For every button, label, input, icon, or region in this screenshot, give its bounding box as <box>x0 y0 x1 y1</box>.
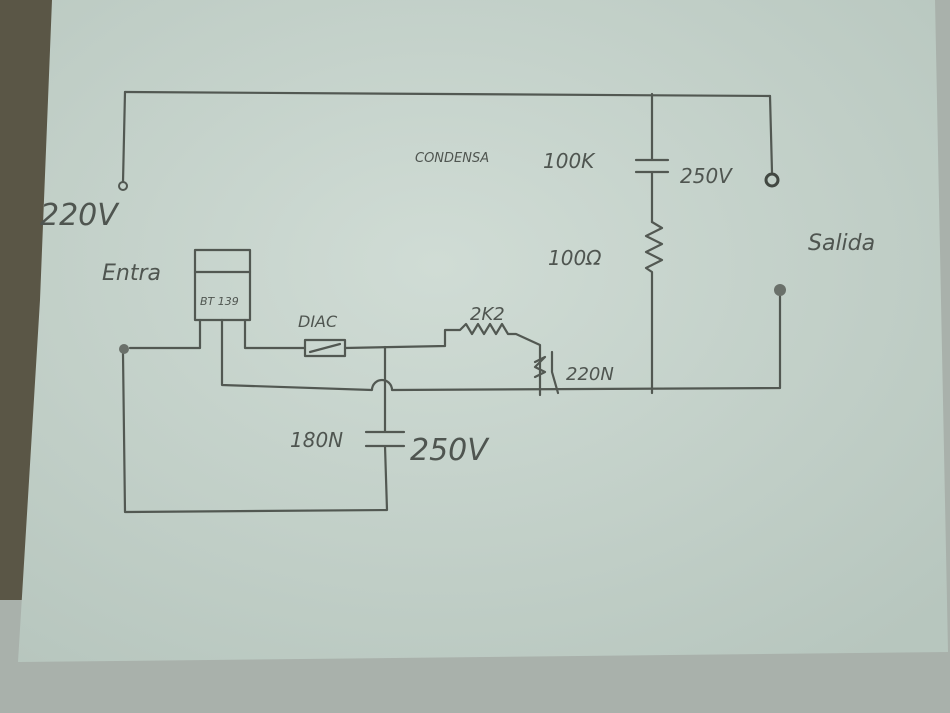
capacitor-top-value: 100K <box>543 149 596 173</box>
terminals <box>118 172 786 354</box>
output-terminal-top <box>764 172 780 188</box>
diac-label: DIAC <box>298 312 338 331</box>
capacitor-top-voltage: 250V <box>680 164 733 188</box>
triac-label: BT 139 <box>200 295 239 308</box>
input-voltage-label: 220V <box>40 198 120 233</box>
capacitor-top-label: CONDENSA <box>415 151 489 166</box>
output-terminal-bottom <box>774 284 786 296</box>
input-label: Entra <box>102 261 161 286</box>
capacitor-bottom-voltage: 250V <box>410 433 490 468</box>
resistor-100-label: 100Ω <box>548 246 602 270</box>
capacitor-bottom-value: 180N <box>290 428 343 452</box>
output-label: Salida <box>808 231 875 256</box>
resistor-2k2-label: 2K2 <box>470 304 505 325</box>
potentiometer-label: 220N <box>566 364 614 385</box>
wires <box>121 90 782 514</box>
input-terminal-top <box>118 181 128 191</box>
input-terminal-bottom <box>119 344 129 354</box>
